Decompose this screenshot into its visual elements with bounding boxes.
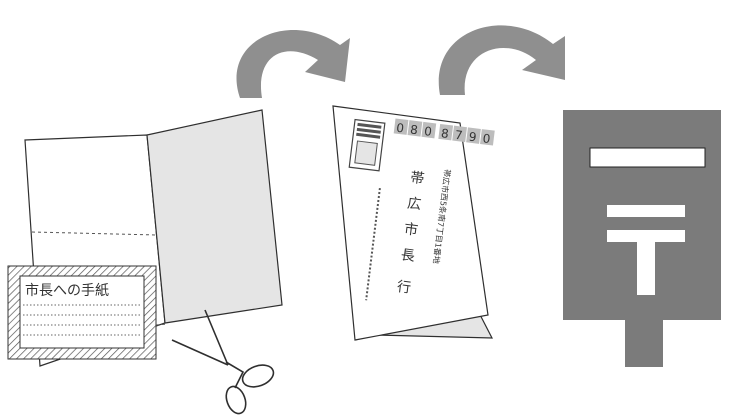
letter-form-title: 市長への手紙 <box>25 282 109 299</box>
scissors-icon <box>172 310 276 416</box>
mailbox-icon <box>563 110 721 367</box>
postcard: 0 8 0 8 7 9 0 帯 広 市 長 行 帯広市西5条南7丁目1番地 <box>333 106 495 340</box>
curved-arrow-icon <box>236 30 350 98</box>
recipient-char: 市 <box>403 220 419 239</box>
postal-mark <box>607 205 685 217</box>
honorific: 行 <box>396 279 412 297</box>
recipient-char: 広 <box>406 196 422 214</box>
mail-slot <box>590 148 705 167</box>
letter-form: 市長への手紙 <box>8 266 168 359</box>
curved-arrow-icon <box>439 25 565 95</box>
recipient-char: 長 <box>400 247 416 265</box>
recipient-char: 帯 <box>409 170 425 188</box>
